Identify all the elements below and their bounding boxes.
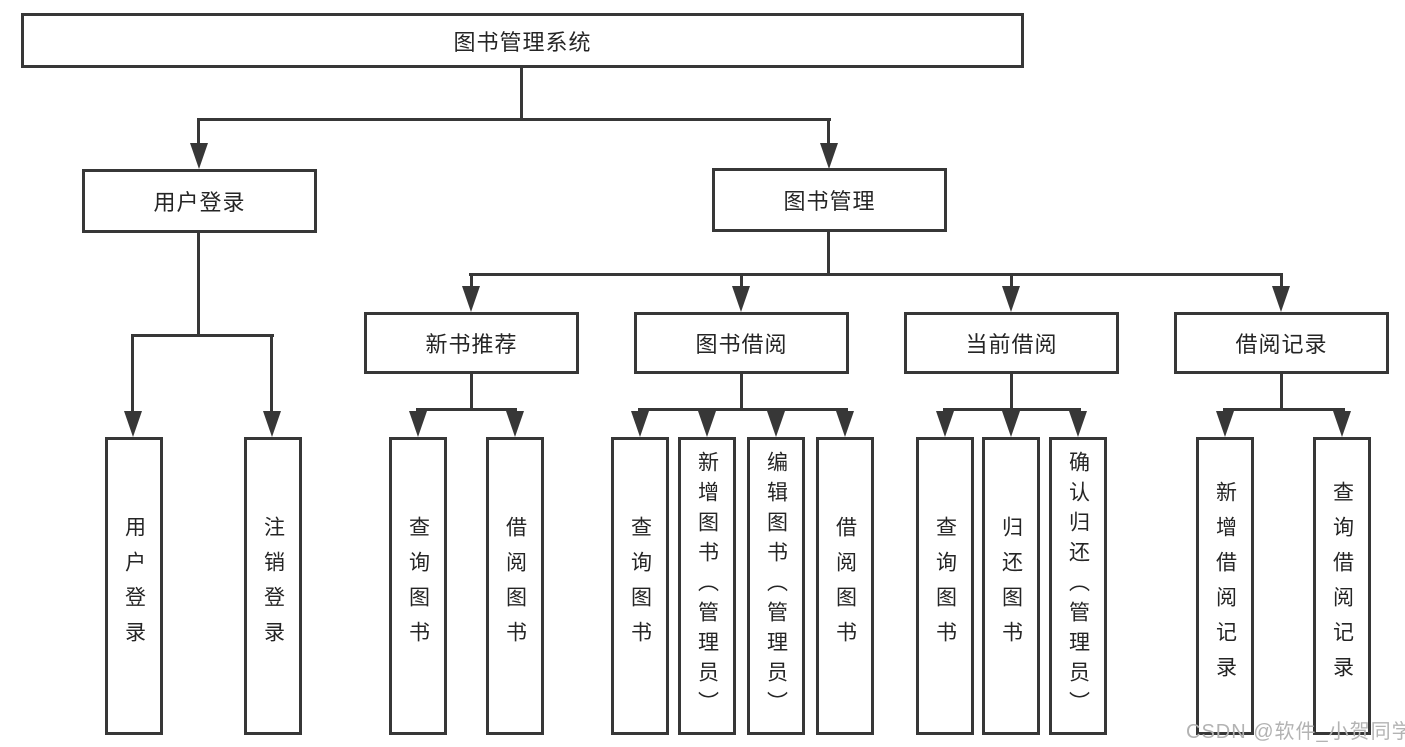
connector-line bbox=[827, 232, 830, 273]
connector-line bbox=[638, 408, 848, 411]
leaf-edit-books-admin: 编辑图书（管理员） bbox=[747, 437, 805, 735]
node-label: 用户登录 bbox=[122, 516, 146, 656]
arrow-down-icon bbox=[1272, 286, 1290, 312]
arrow-down-icon bbox=[820, 143, 838, 169]
node-label: 用户登录 bbox=[153, 190, 246, 215]
connector-line bbox=[470, 374, 473, 408]
node-label: 新增借阅记录 bbox=[1213, 481, 1237, 691]
arrow-down-icon bbox=[732, 286, 750, 312]
arrow-down-icon bbox=[1333, 411, 1351, 437]
node-label: 查询借阅记录 bbox=[1330, 481, 1354, 691]
node-label: 图书管理 bbox=[783, 189, 876, 214]
connector-line bbox=[520, 68, 523, 121]
connector-line bbox=[1280, 276, 1283, 286]
node-label: 图书借阅 bbox=[695, 332, 788, 357]
connector-line bbox=[740, 276, 743, 286]
node-label: 查询图书 bbox=[628, 516, 652, 656]
arrow-down-icon bbox=[263, 411, 281, 437]
connector-line bbox=[1223, 408, 1345, 411]
node-label: 注销登录 bbox=[261, 516, 285, 656]
node-new-book-recommend: 新书推荐 bbox=[364, 312, 579, 374]
arrow-down-icon bbox=[462, 286, 480, 312]
node-label: 新增图书（管理员） bbox=[695, 451, 719, 721]
node-label: 图书管理系统 bbox=[453, 29, 592, 55]
arrow-down-icon bbox=[698, 411, 716, 437]
node-label: 借阅图书 bbox=[503, 516, 527, 656]
leaf-query-books: 查询图书 bbox=[611, 437, 669, 735]
arrow-down-icon bbox=[767, 411, 785, 437]
arrow-down-icon bbox=[124, 411, 142, 437]
connector-line bbox=[270, 337, 273, 411]
node-label: 当前借阅 bbox=[965, 332, 1058, 357]
node-borrow-records: 借阅记录 bbox=[1174, 312, 1389, 374]
node-root-system: 图书管理系统 bbox=[21, 13, 1024, 68]
node-book-management: 图书管理 bbox=[712, 168, 947, 232]
leaf-add-books-admin: 新增图书（管理员） bbox=[678, 437, 736, 735]
leaf-return-books: 归还图书 bbox=[982, 437, 1040, 735]
connector-line bbox=[131, 337, 134, 411]
connector-line bbox=[943, 408, 1081, 411]
leaf-query-books-rec: 查询图书 bbox=[389, 437, 447, 735]
arrow-down-icon bbox=[631, 411, 649, 437]
leaf-query-books-current: 查询图书 bbox=[916, 437, 974, 735]
connector-line bbox=[197, 118, 831, 121]
node-label: 借阅图书 bbox=[833, 516, 857, 656]
leaf-query-borrow-record: 查询借阅记录 bbox=[1313, 437, 1371, 735]
arrow-down-icon bbox=[1002, 286, 1020, 312]
connector-line bbox=[197, 121, 200, 144]
node-book-borrowing: 图书借阅 bbox=[634, 312, 849, 374]
arrow-down-icon bbox=[836, 411, 854, 437]
connector-line bbox=[469, 273, 1283, 276]
node-label: 查询图书 bbox=[933, 516, 957, 656]
connector-line bbox=[827, 121, 830, 144]
leaf-borrow-books-rec: 借阅图书 bbox=[486, 437, 544, 735]
node-label: 编辑图书（管理员） bbox=[764, 451, 788, 721]
node-label: 确认归还（管理员） bbox=[1066, 451, 1090, 721]
connector-line bbox=[1010, 374, 1013, 408]
arrow-down-icon bbox=[936, 411, 954, 437]
node-label: 归还图书 bbox=[999, 516, 1023, 656]
node-user-login: 用户登录 bbox=[82, 169, 317, 233]
arrow-down-icon bbox=[1216, 411, 1234, 437]
arrow-down-icon bbox=[409, 411, 427, 437]
node-current-borrowing: 当前借阅 bbox=[904, 312, 1119, 374]
arrow-down-icon bbox=[1002, 411, 1020, 437]
leaf-logout: 注销登录 bbox=[244, 437, 302, 735]
leaf-borrow-books: 借阅图书 bbox=[816, 437, 874, 735]
connector-line bbox=[1280, 374, 1283, 408]
connector-line bbox=[740, 374, 743, 408]
connector-line bbox=[131, 334, 274, 337]
arrow-down-icon bbox=[506, 411, 524, 437]
leaf-confirm-return-admin: 确认归还（管理员） bbox=[1049, 437, 1107, 735]
connector-line bbox=[197, 233, 200, 336]
arrow-down-icon bbox=[1069, 411, 1087, 437]
node-label: 借阅记录 bbox=[1235, 332, 1328, 357]
connector-line bbox=[470, 276, 473, 286]
connector-line bbox=[1010, 276, 1013, 286]
node-label: 新书推荐 bbox=[425, 332, 518, 357]
leaf-user-login: 用户登录 bbox=[105, 437, 163, 735]
arrow-down-icon bbox=[190, 143, 208, 169]
node-label: 查询图书 bbox=[406, 516, 430, 656]
csdn-watermark: CSDN @软件_小贺同学 bbox=[1186, 721, 1405, 743]
connector-line bbox=[416, 408, 517, 411]
leaf-add-borrow-record: 新增借阅记录 bbox=[1196, 437, 1254, 735]
